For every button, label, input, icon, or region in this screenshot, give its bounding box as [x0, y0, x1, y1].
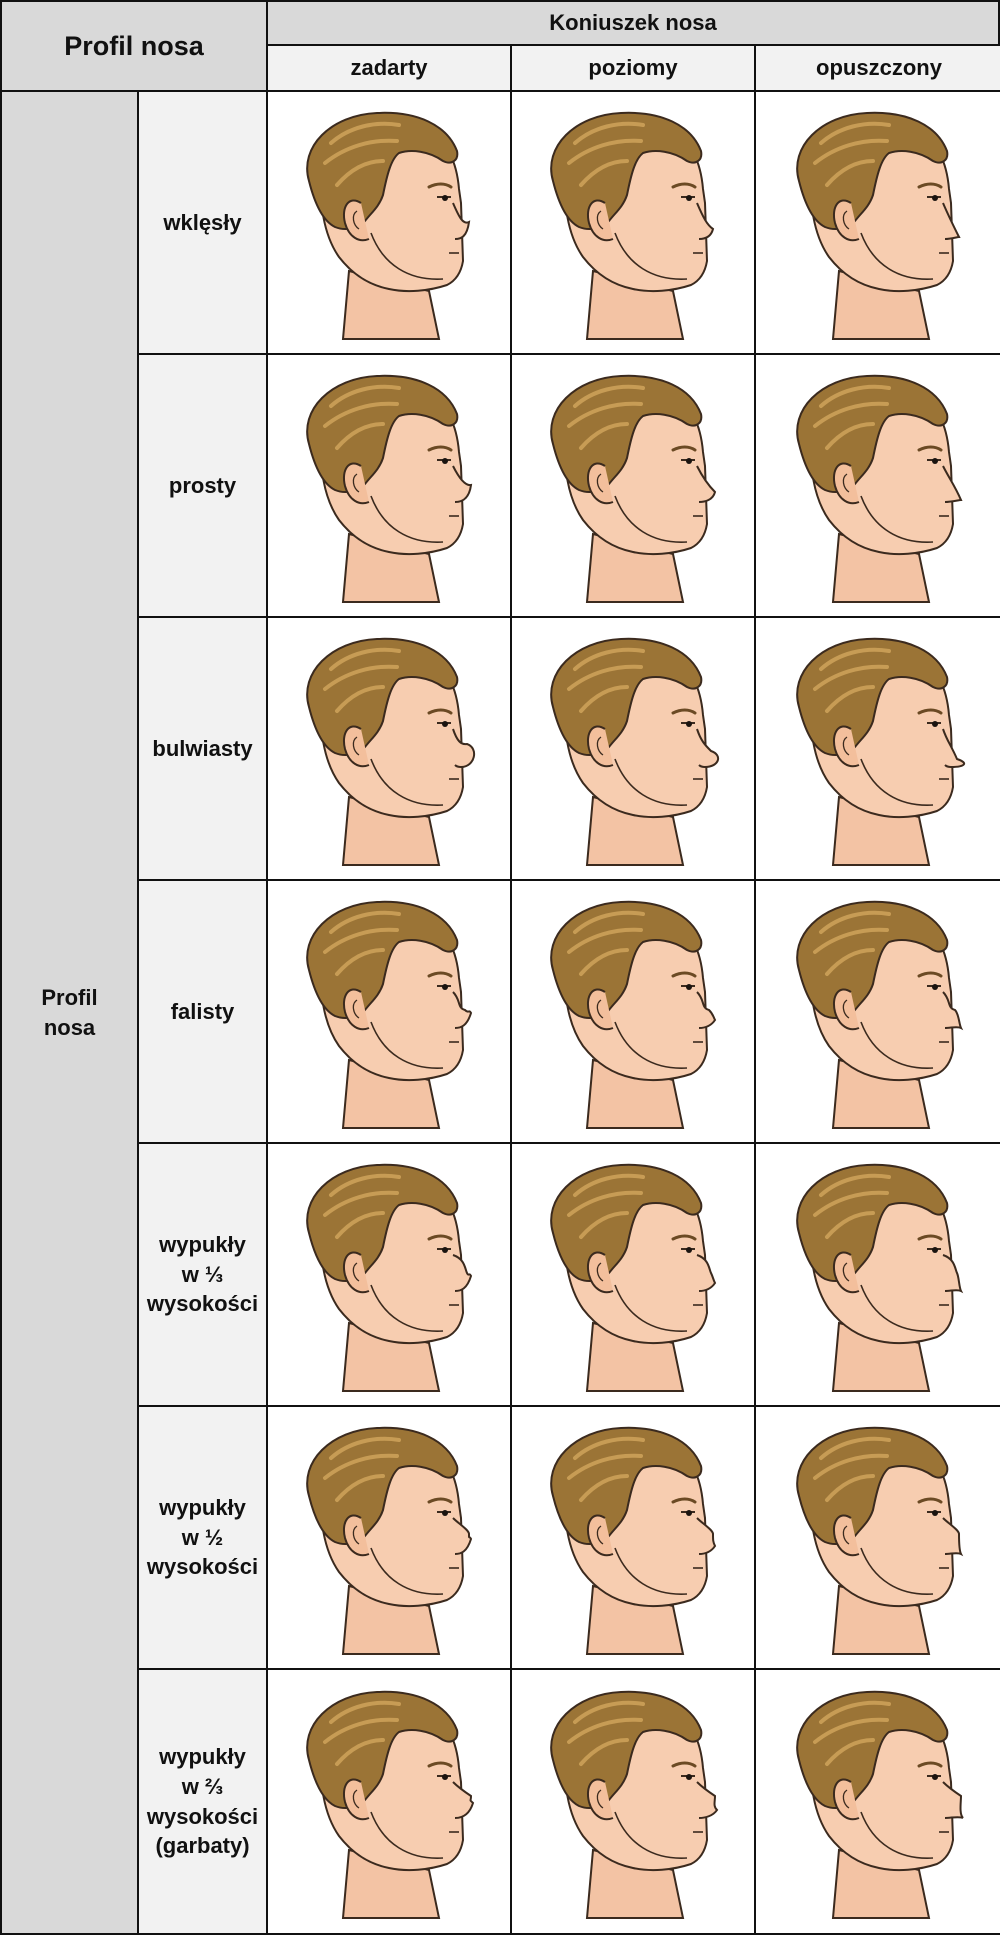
profile-cell-r2-c0	[268, 618, 512, 881]
nose-shape	[696, 1516, 717, 1555]
nose-shape	[942, 728, 966, 768]
group-header-text: Koniuszek nosa	[549, 10, 717, 35]
profile-cell-r1-c0	[268, 355, 512, 618]
male-head-profile-icon	[549, 899, 717, 1130]
row-label-6-text: wypukły w ⅔ wysokości (garbaty)	[146, 1744, 259, 1859]
column-header-1: poziomy	[512, 46, 756, 92]
nose-shape	[696, 202, 715, 240]
profile-cell-r2-c2	[756, 618, 1000, 881]
column-header-1-text: poziomy	[588, 55, 678, 80]
nose-shape	[942, 1516, 964, 1556]
nose-shape	[942, 465, 963, 503]
profile-cell-r5-c2	[756, 1407, 1000, 1670]
row-label-2: bulwiasty	[139, 618, 268, 881]
column-header-2: opuszczony	[756, 46, 1000, 92]
profile-cell-r4-c0	[268, 1144, 512, 1407]
profile-cell-r0-c2	[756, 92, 1000, 355]
profile-cell-r2-c1	[512, 618, 756, 881]
row-label-1-text: prosty	[168, 472, 237, 498]
male-head-profile-icon	[795, 1425, 964, 1656]
row-label-1: prosty	[139, 355, 268, 618]
male-head-profile-icon	[305, 1162, 473, 1393]
male-head-profile-icon	[305, 636, 476, 867]
nose-shape	[452, 728, 476, 768]
nose-shape	[696, 728, 720, 768]
male-head-profile-icon	[305, 1689, 475, 1920]
profile-cell-r3-c2	[756, 881, 1000, 1144]
column-header-0-text: zadarty	[350, 55, 428, 80]
male-head-profile-icon	[549, 1689, 719, 1920]
male-head-profile-icon	[549, 110, 715, 341]
male-head-profile-icon	[549, 1162, 717, 1393]
nose-shape	[452, 1780, 475, 1819]
profile-cell-r6-c1	[512, 1670, 756, 1933]
nose-shape	[696, 465, 717, 503]
column-header-0: zadarty	[268, 46, 512, 92]
row-label-0: wklęsły	[139, 92, 268, 355]
nose-shape	[696, 1253, 717, 1292]
side-label: Profil nosa	[2, 92, 139, 1933]
nose-shape	[696, 990, 717, 1029]
group-header: Koniuszek nosa	[268, 2, 998, 46]
nose-shape	[452, 1253, 473, 1292]
profile-cell-r5-c1	[512, 1407, 756, 1670]
row-label-3-text: falisty	[170, 998, 235, 1024]
profile-cell-r4-c2	[756, 1144, 1000, 1407]
male-head-profile-icon	[795, 110, 961, 341]
male-head-profile-icon	[549, 1425, 717, 1656]
male-head-profile-icon	[795, 373, 963, 604]
row-label-6: wypukły w ⅔ wysokości (garbaty)	[139, 1670, 268, 1933]
column-header-2-text: opuszczony	[816, 55, 942, 80]
profile-cell-r6-c2	[756, 1670, 1000, 1933]
side-label-text: Profil nosa	[41, 984, 98, 1040]
male-head-profile-icon	[795, 1689, 964, 1920]
profile-cell-r1-c1	[512, 355, 756, 618]
nose-shape	[452, 990, 473, 1029]
corner-header-text: Profil nosa	[64, 30, 204, 61]
male-head-profile-icon	[795, 636, 966, 867]
row-label-0-text: wklęsły	[163, 209, 242, 235]
profile-cell-r1-c2	[756, 355, 1000, 618]
profile-cell-r6-c0	[268, 1670, 512, 1933]
nose-shape	[942, 990, 964, 1030]
row-label-3: falisty	[139, 881, 268, 1144]
nose-shape	[452, 465, 473, 503]
row-label-4: wypukły w ⅓ wysokości	[139, 1144, 268, 1407]
nose-shape	[942, 1253, 964, 1293]
profile-cell-r4-c1	[512, 1144, 756, 1407]
male-head-profile-icon	[305, 899, 473, 1130]
male-head-profile-icon	[305, 110, 471, 341]
profile-cell-r3-c0	[268, 881, 512, 1144]
nose-shape	[452, 1516, 473, 1555]
nose-shape	[452, 202, 471, 240]
row-label-4-text: wypukły w ⅓ wysokości	[146, 1231, 259, 1317]
row-label-2-text: bulwiasty	[152, 735, 253, 761]
nose-shape	[942, 202, 961, 240]
nose-shape	[696, 1780, 719, 1819]
male-head-profile-icon	[549, 373, 717, 604]
row-label-5: wypukły w ½ wysokości	[139, 1407, 268, 1670]
male-head-profile-icon	[549, 636, 720, 867]
male-head-profile-icon	[305, 1425, 473, 1656]
male-head-profile-icon	[795, 899, 964, 1130]
row-label-5-text: wypukły w ½ wysokości	[146, 1494, 259, 1580]
corner-header: Profil nosa	[2, 2, 268, 92]
profile-cell-r0-c1	[512, 92, 756, 355]
profile-cell-r5-c0	[268, 1407, 512, 1670]
male-head-profile-icon	[795, 1162, 964, 1393]
profile-cell-r0-c0	[268, 92, 512, 355]
nose-shape	[942, 1780, 964, 1819]
profile-cell-r3-c1	[512, 881, 756, 1144]
male-head-profile-icon	[305, 373, 473, 604]
